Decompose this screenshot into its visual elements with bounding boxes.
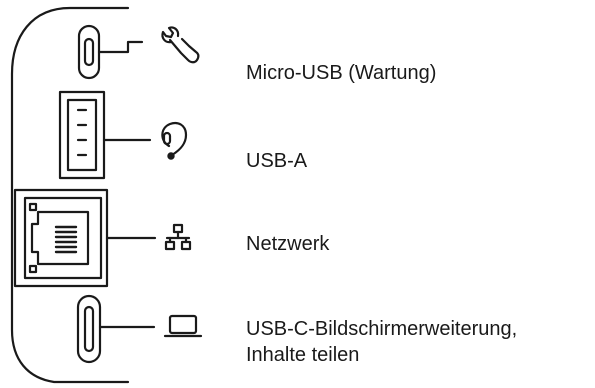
usb-a-label: USB-A xyxy=(246,150,308,172)
network-port-pins xyxy=(54,225,78,254)
micro-usb-label: Micro-USB (Wartung) xyxy=(246,62,437,84)
usb-a-port xyxy=(58,90,106,180)
leader-line-micro-usb xyxy=(97,40,144,54)
usb-c-label-line-1: USB-C-Bildschirmerweiterung, xyxy=(246,318,518,340)
micro-usb-port xyxy=(77,24,101,80)
network-icon xyxy=(164,223,192,251)
usb-c-label-line-2: Inhalte teilen xyxy=(246,344,360,366)
network-label: Netzwerk xyxy=(246,233,330,255)
usb-c-port xyxy=(76,294,102,364)
network-port xyxy=(13,188,109,288)
laptop-icon xyxy=(163,314,203,338)
usb-c-label: USB-C-Bildschirmerweiterung, Inhalte tei… xyxy=(246,316,517,368)
headset-icon xyxy=(161,121,188,160)
device-housing xyxy=(10,6,130,384)
wrench-icon xyxy=(161,26,200,64)
